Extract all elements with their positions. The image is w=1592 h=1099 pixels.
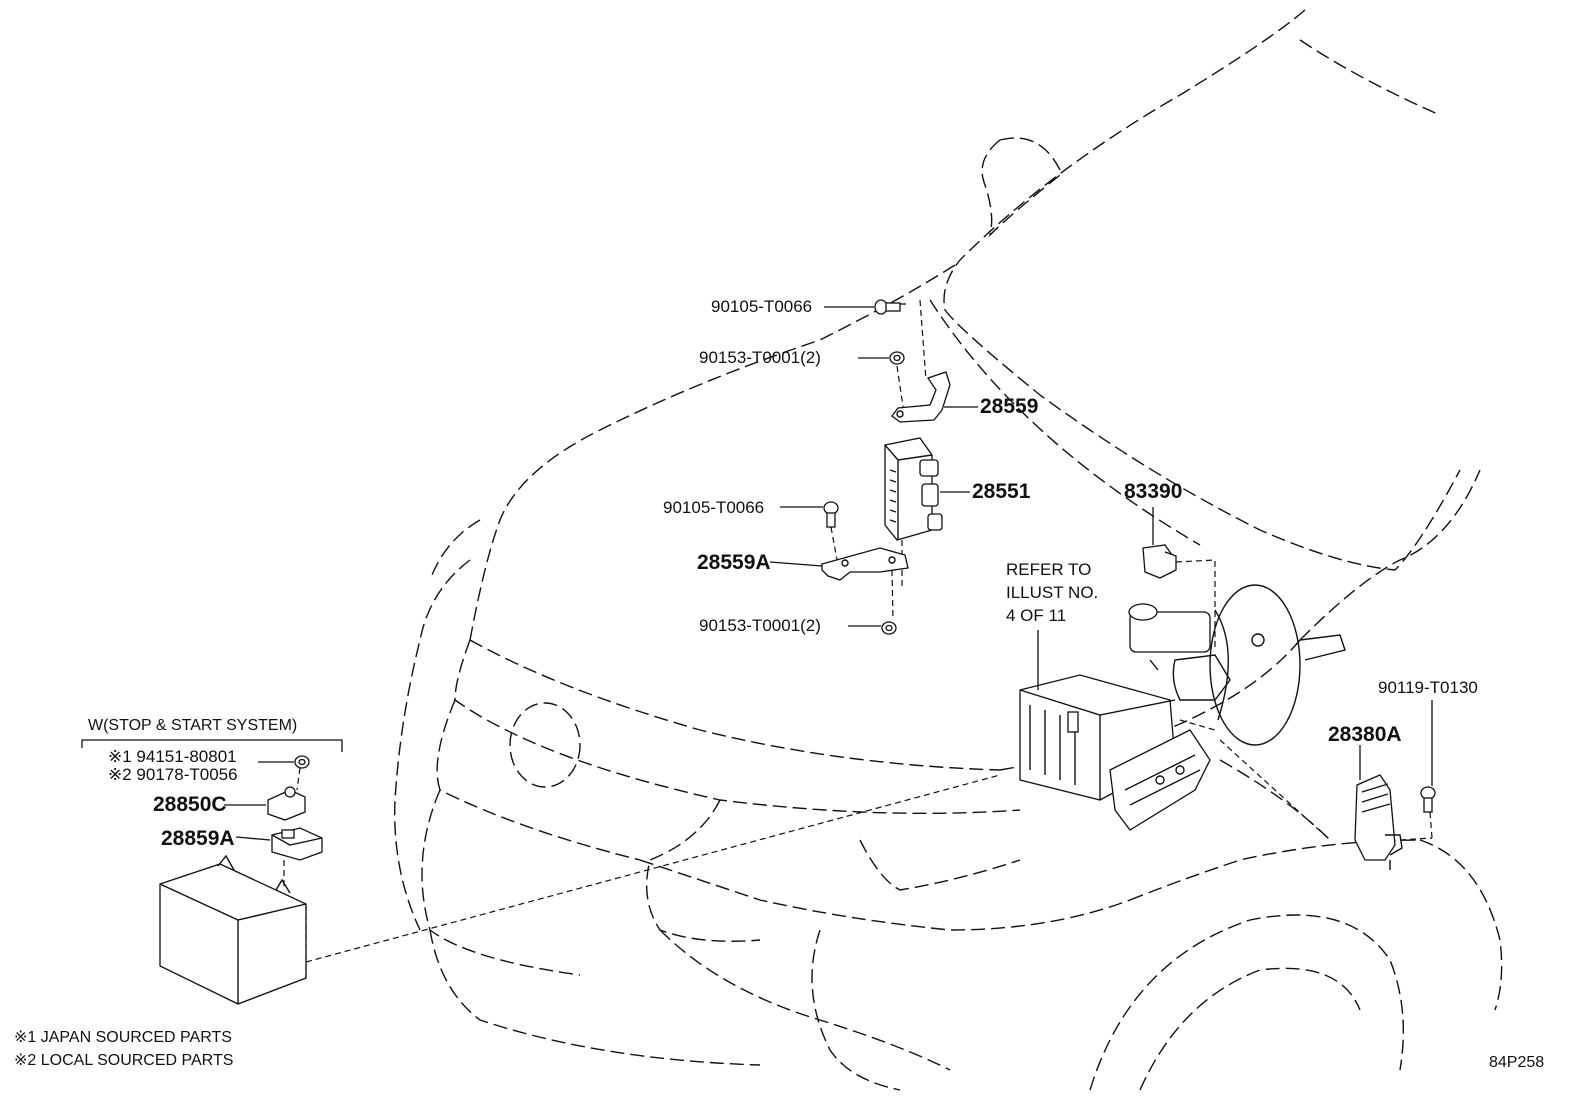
sensor-icon xyxy=(1142,544,1177,579)
refer-line-3: 4 OF 11 xyxy=(1006,606,1067,625)
refer-line-1: REFER TO xyxy=(1006,560,1092,579)
part-number-90153-bottom: 90153-T0001(2) xyxy=(699,616,821,635)
part-number-28559A: 28559A xyxy=(697,551,771,574)
legend-local-sourced: ※2 LOCAL SOURCED PARTS xyxy=(14,1052,234,1069)
relay-module-icon xyxy=(884,437,943,541)
bracket-icon xyxy=(891,371,951,423)
bracket-icon xyxy=(821,547,909,581)
refer-line-2: ILLUST NO. xyxy=(1006,583,1099,602)
refer-note: REFER TO ILLUST NO. 4 OF 11 xyxy=(1006,558,1098,627)
part-number-90105-top: 90105-T0066 xyxy=(711,297,813,316)
battery-icon xyxy=(159,854,307,1005)
part-number-83390: 83390 xyxy=(1124,480,1183,503)
part-number-90178: ※2 90178-T0056 xyxy=(108,765,238,784)
bolt-icon xyxy=(823,501,839,528)
part-number-94151: ※1 94151-80801 xyxy=(108,747,237,766)
part-number-28551: 28551 xyxy=(972,480,1031,503)
stop-start-system-caption: W(STOP & START SYSTEM) xyxy=(88,717,298,734)
fuse-box-icon xyxy=(1019,674,1211,831)
part-number-90153-top: 90153-T0001(2) xyxy=(699,348,821,367)
nut-icon xyxy=(881,621,897,635)
bracket-icon xyxy=(271,827,323,861)
part-number-90105-mid: 90105-T0066 xyxy=(663,498,765,517)
part-number-28380A: 28380A xyxy=(1328,723,1402,746)
part-number-28850C: 28850C xyxy=(153,793,227,816)
diagram-code: 84P258 xyxy=(1489,1054,1545,1071)
brake-booster-icon xyxy=(1128,584,1346,746)
bolt-icon xyxy=(1420,786,1436,813)
nut-icon xyxy=(294,755,310,769)
nut-icon xyxy=(889,351,905,365)
part-number-28859A: 28859A xyxy=(161,827,235,850)
legend-japan-sourced: ※1 JAPAN SOURCED PARTS xyxy=(14,1029,232,1046)
part-number-90119: 90119-T0130 xyxy=(1378,678,1478,697)
bolt-icon xyxy=(874,299,906,315)
sensor-icon xyxy=(267,786,306,821)
ecu-icon xyxy=(1354,774,1403,870)
part-number-28559: 28559 xyxy=(980,395,1039,418)
